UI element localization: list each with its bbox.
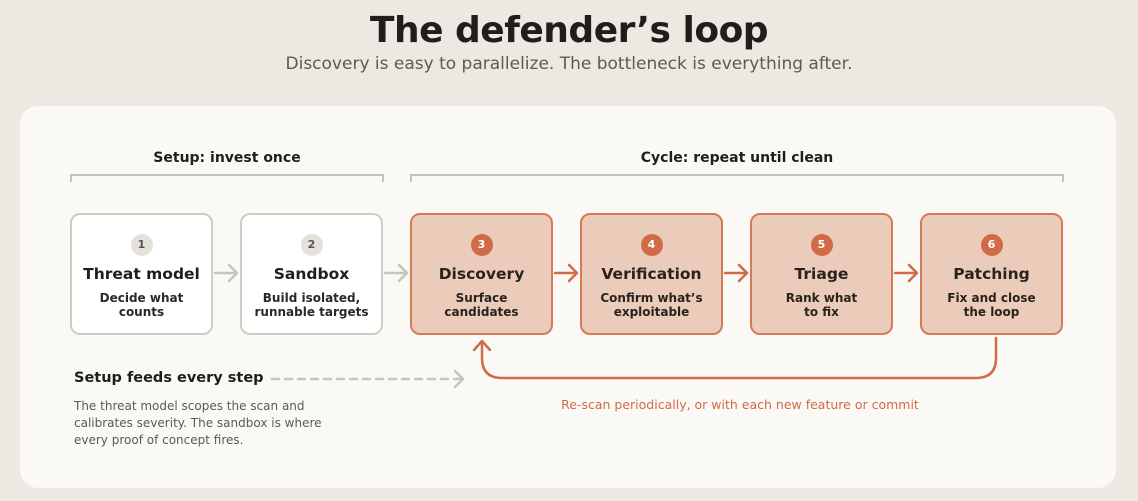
setup-feeds-description: The threat model scopes the scan and cal… bbox=[74, 399, 322, 447]
step-title: Sandbox bbox=[273, 265, 350, 283]
arrow-2-to-3 bbox=[383, 263, 409, 283]
arrow-5-to-6 bbox=[893, 263, 919, 283]
cycle-phase-bracket bbox=[410, 174, 1064, 182]
step-description: Rank what to fix bbox=[785, 291, 858, 319]
step-title: Discovery bbox=[438, 265, 525, 283]
setup-phase-bracket bbox=[70, 174, 384, 182]
step-threat-model: 1 Threat model Decide what counts bbox=[70, 213, 213, 335]
setup-phase-label: Setup: invest once bbox=[153, 150, 301, 166]
step-triage: 5 Triage Rank what to fix bbox=[750, 213, 893, 335]
loop-back-arrow bbox=[472, 336, 998, 380]
arrow-3-to-4 bbox=[553, 263, 579, 283]
arrow-1-to-2 bbox=[213, 263, 239, 283]
step-description: Decide what counts bbox=[99, 291, 184, 319]
step-title: Threat model bbox=[83, 265, 200, 283]
step-number-badge: 3 bbox=[470, 234, 493, 256]
step-number-badge: 1 bbox=[130, 234, 153, 256]
loop-label: Re-scan periodically, or with each new f… bbox=[561, 397, 919, 412]
step-number-badge: 2 bbox=[300, 234, 323, 256]
step-title: Verification bbox=[601, 265, 702, 283]
step-number-badge: 5 bbox=[810, 234, 833, 256]
setup-feeds-title: Setup feeds every step bbox=[74, 370, 264, 386]
arrow-4-to-5 bbox=[723, 263, 749, 283]
step-description: Build isolated, runnable targets bbox=[254, 291, 369, 319]
setup-feeds-arrow bbox=[270, 369, 465, 389]
step-discovery: 3 Discovery Surface candidates bbox=[410, 213, 553, 335]
step-description: Surface candidates bbox=[444, 291, 519, 319]
step-number-badge: 6 bbox=[980, 234, 1003, 256]
step-patching: 6 Patching Fix and close the loop bbox=[920, 213, 1063, 335]
step-title: Triage bbox=[794, 265, 849, 283]
step-number-badge: 4 bbox=[640, 234, 663, 256]
cycle-phase-label: Cycle: repeat until clean bbox=[640, 150, 834, 166]
step-title: Patching bbox=[953, 265, 1030, 283]
step-verification: 4 Verification Confirm what’s exploitabl… bbox=[580, 213, 723, 335]
step-description: Fix and close the loop bbox=[947, 291, 1036, 319]
step-sandbox: 2 Sandbox Build isolated, runnable targe… bbox=[240, 213, 383, 335]
page-subtitle: Discovery is easy to parallelize. The bo… bbox=[285, 54, 853, 74]
page-title: The defender’s loop bbox=[369, 10, 769, 51]
step-description: Confirm what’s exploitable bbox=[600, 291, 703, 319]
